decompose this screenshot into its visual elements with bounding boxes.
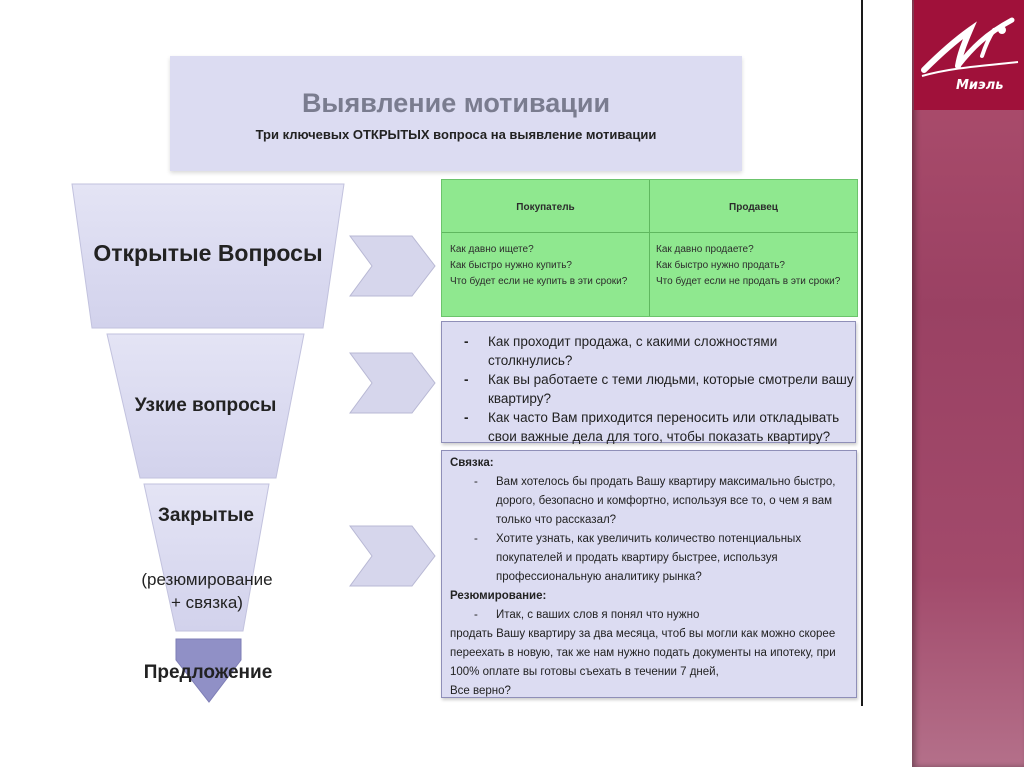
buyer-question: Как давно ищете? — [450, 244, 534, 255]
stage-closed-note: (резюмирование + связка) — [141, 570, 273, 612]
summary-text: продать Вашу квартиру за два месяца, что… — [450, 628, 836, 678]
table-divider — [649, 180, 650, 316]
narrow-question: Как часто Вам приходится переносить или … — [442, 408, 855, 446]
seller-questions: Как давно продаете? Как быстро нужно про… — [656, 242, 854, 290]
seller-question: Что будет если не продать в эти сроки? — [656, 276, 841, 287]
seller-header: Продавец — [729, 202, 778, 213]
link-label: Связка: — [450, 457, 494, 469]
logo-text: Миэль — [956, 78, 1004, 93]
closed-questions-box: Связка: Вам хотелось бы продать Вашу ква… — [441, 450, 857, 698]
link-item: Хотите узнать, как увеличить количество … — [450, 530, 846, 587]
chevron-arrow-icon — [349, 352, 436, 414]
funnel-segment-open — [71, 183, 345, 329]
stage-offer: Предложение — [143, 662, 273, 683]
buyer-questions: Как давно ищете? Как быстро нужно купить… — [450, 242, 646, 290]
funnel-diagram — [71, 183, 436, 703]
buyer-question: Как быстро нужно купить? — [450, 260, 572, 271]
seller-question: Как быстро нужно продать? — [656, 260, 785, 271]
narrow-question: Как проходит продажа, с какими сложностя… — [442, 332, 855, 370]
funnel-down-arrow — [175, 638, 242, 703]
stage-narrow-questions: Узкие вопросы — [134, 395, 277, 416]
header-panel: Выявление мотивации Три ключевых ОТКРЫТЫ… — [170, 56, 742, 171]
logo-swoosh-icon — [921, 17, 1019, 77]
buyer-question: Что будет если не купить в эти сроки? — [450, 276, 628, 287]
chevron-arrow-icon — [349, 235, 436, 297]
summary-label: Резюмирование: — [450, 590, 547, 602]
brand-logo: Миэль — [914, 0, 1024, 110]
funnel-segment-closed — [143, 483, 270, 632]
funnel-segment-narrow — [106, 333, 305, 479]
summary-item: Итак, с ваших слов я понял что нужно — [450, 606, 846, 625]
page-title: Выявление мотивации — [301, 88, 611, 118]
open-questions-table: Покупатель Продавец Как давно ищете? Как… — [441, 179, 858, 317]
summary-question: Все верно? — [450, 685, 511, 697]
narrow-question: Как вы работаете с теми людьми, которые … — [442, 370, 855, 408]
page-subtitle: Три ключевых ОТКРЫТЫХ вопроса на выявлен… — [255, 127, 657, 142]
divider-line — [861, 0, 863, 706]
table-divider — [442, 232, 857, 233]
chevron-arrow-icon — [349, 525, 436, 587]
seller-question: Как давно продаете? — [656, 244, 754, 255]
narrow-questions-box: Как проходит продажа, с какими сложностя… — [441, 321, 856, 446]
link-item: Вам хотелось бы продать Вашу квартиру ма… — [450, 473, 846, 530]
stage-closed: Закрытые — [158, 505, 254, 526]
stage-open-questions: Открытые Вопросы — [93, 240, 323, 266]
buyer-header: Покупатель — [516, 202, 575, 213]
side-band — [912, 0, 1024, 767]
